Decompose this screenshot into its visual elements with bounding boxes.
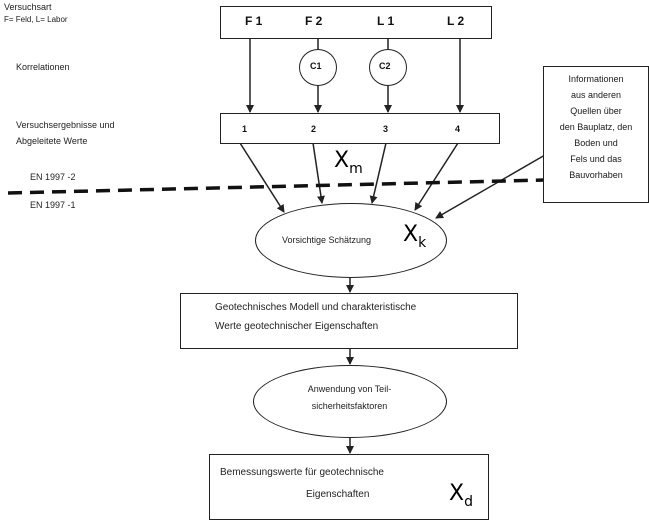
info-line: aus anderen [570, 90, 622, 100]
arrow-r2-est [312, 142, 325, 204]
source-f1: F 1 [245, 14, 263, 28]
estimate-label: Vorsichtige Schätzung [282, 235, 372, 245]
info-line: Quellen über [570, 106, 622, 116]
design-line2: Eigenschaften [306, 489, 370, 500]
en-upper-label: EN 1997 -2 [30, 172, 76, 182]
arrow-r4-est [414, 142, 459, 211]
arrow-info-est [435, 154, 546, 219]
source-l1: L 1 [377, 14, 395, 28]
source-f2: F 2 [305, 14, 323, 28]
factors-line1: Anwendung von Teil- [307, 384, 392, 394]
results-box: 1 2 3 4 [220, 113, 500, 144]
design-line1: Bemessungswerte für geotechnische [220, 467, 384, 478]
versuchsart-key: F= Feld, L= Labor [4, 15, 68, 24]
korrelationen-label: Korrelationen [16, 62, 70, 72]
info-line: Bauvorhaben [569, 170, 623, 180]
result-3: 3 [383, 124, 389, 134]
ergebnisse-label-line2: Abgeleitete Werte [16, 136, 88, 146]
arrow-r3-est [369, 142, 387, 204]
en-lower-label: EN 1997 -1 [30, 200, 76, 210]
arrow-r1-est [239, 142, 285, 213]
factors-line2: sicherheitsfaktoren [311, 401, 388, 411]
correlation-c1: C1 [299, 49, 337, 86]
info-line: Informationen [568, 74, 624, 84]
info-line: den Bauplatz, den [559, 122, 633, 132]
result-4: 4 [455, 124, 461, 134]
symbol-xm: Xm [334, 148, 363, 177]
correlation-c2: C2 [369, 49, 407, 86]
info-line: Fels und das [570, 154, 622, 164]
result-1: 1 [242, 124, 248, 134]
info-line: Boden und [574, 138, 618, 148]
versuchsart-label: Versuchsart [4, 2, 52, 12]
symbol-xk: Xk [403, 222, 427, 251]
symbol-xd: Xd [449, 481, 473, 510]
test-type-box: F 1 F 2 L 1 L 2 [220, 6, 492, 39]
factors-ellipse: Anwendung von Teil- sicherheitsfaktoren [253, 365, 447, 438]
model-line1: Geotechnisches Modell und charakteristis… [215, 302, 417, 313]
correlation-c1-label: C1 [310, 61, 322, 71]
correlation-c2-label: C2 [379, 61, 391, 71]
en-divider-line [7, 178, 546, 195]
ergebnisse-label-line1: Versuchsergebnisse und [16, 120, 115, 130]
info-sources-box: Informationen aus anderen Quellen über d… [543, 66, 649, 203]
estimate-ellipse: Vorsichtige Schätzung [255, 203, 447, 278]
design-values-box: Bemessungswerte für geotechnische Eigens… [209, 454, 489, 520]
source-l2: L 2 [447, 14, 465, 28]
model-line2: Werte geotechnischer Eigenschaften [215, 321, 379, 332]
model-box: Geotechnisches Modell und charakteristis… [180, 293, 518, 349]
result-2: 2 [311, 124, 317, 134]
